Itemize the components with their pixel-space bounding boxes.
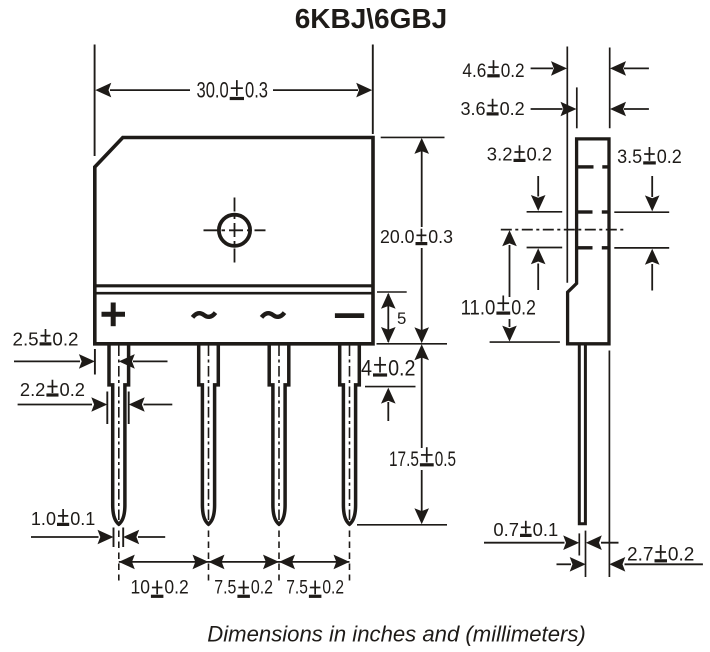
svg-text:5: 5 xyxy=(397,309,406,328)
svg-text:0.7: 0.7 xyxy=(493,520,519,540)
svg-text:10: 10 xyxy=(131,578,150,599)
svg-text:3.5: 3.5 xyxy=(617,146,642,168)
svg-text:30.0: 30.0 xyxy=(197,78,229,103)
svg-text:0.2: 0.2 xyxy=(511,296,536,320)
svg-text:3.2: 3.2 xyxy=(487,143,513,164)
svg-text:7.5: 7.5 xyxy=(214,578,236,599)
svg-text:0.2: 0.2 xyxy=(52,328,78,349)
svg-text:7.5: 7.5 xyxy=(286,578,308,599)
svg-text:0.2: 0.2 xyxy=(668,545,695,566)
svg-text:0.3: 0.3 xyxy=(428,226,453,247)
svg-text:2.5: 2.5 xyxy=(13,328,39,349)
svg-text:0.2: 0.2 xyxy=(60,379,86,400)
svg-text:20.0: 20.0 xyxy=(380,226,415,247)
svg-text:0.2: 0.2 xyxy=(251,578,273,599)
svg-text:4.6: 4.6 xyxy=(462,61,486,82)
svg-text:0.2: 0.2 xyxy=(164,578,188,599)
svg-text:0.1: 0.1 xyxy=(70,509,95,530)
svg-text:11.0: 11.0 xyxy=(461,296,496,320)
svg-text:3.6: 3.6 xyxy=(461,98,486,119)
svg-text:0.2: 0.2 xyxy=(527,143,553,164)
svg-text:4: 4 xyxy=(361,355,372,380)
svg-text:0.1: 0.1 xyxy=(533,520,559,540)
svg-text:0.2: 0.2 xyxy=(657,146,682,168)
svg-text:0.2: 0.2 xyxy=(501,61,525,82)
svg-text:0.2: 0.2 xyxy=(388,355,415,380)
svg-text:0.2: 0.2 xyxy=(500,98,525,119)
svg-text:Dimensions in inches and (mill: Dimensions in inches and (millimeters) xyxy=(207,621,586,646)
svg-text:0.5: 0.5 xyxy=(435,447,456,471)
svg-text:0.2: 0.2 xyxy=(322,578,344,599)
svg-text:1.0: 1.0 xyxy=(31,509,56,530)
svg-text:17.5: 17.5 xyxy=(389,447,419,471)
svg-text:6KBJ\6GBJ: 6KBJ\6GBJ xyxy=(295,3,448,34)
svg-text:0.3: 0.3 xyxy=(245,78,268,103)
svg-text:2.2: 2.2 xyxy=(20,379,46,400)
svg-text:2.7: 2.7 xyxy=(627,545,654,566)
